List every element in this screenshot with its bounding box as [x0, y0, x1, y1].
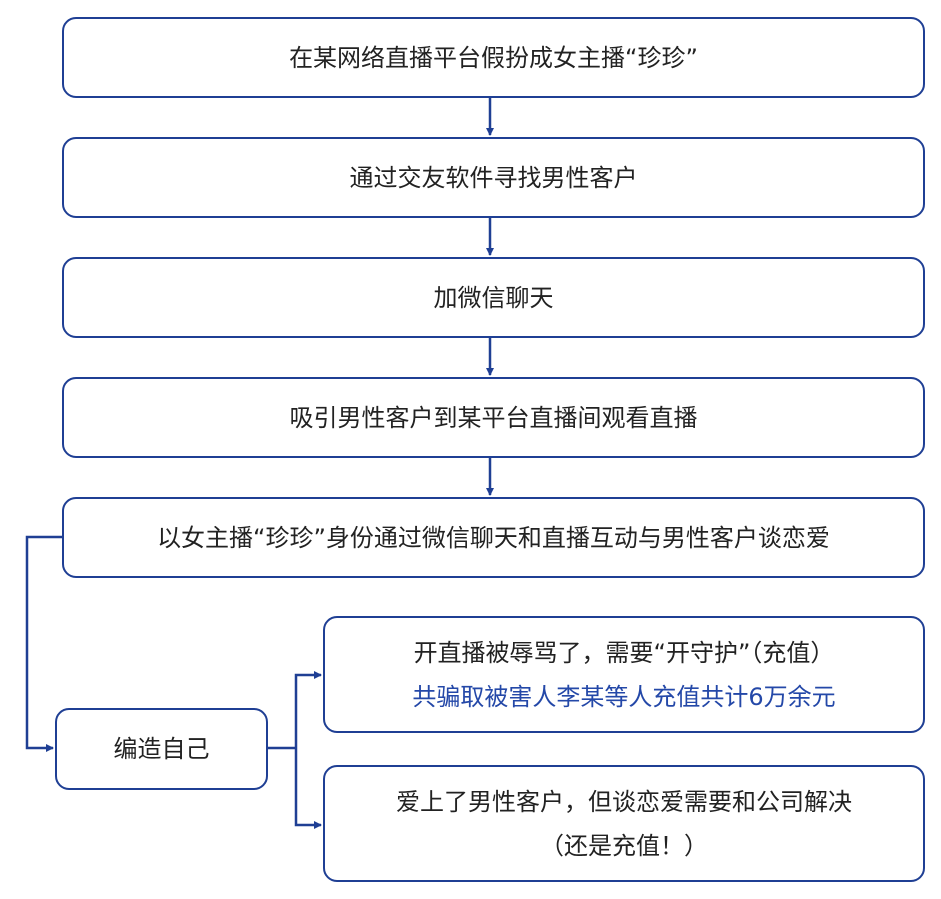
fabricate-box: 编造自己 — [55, 708, 268, 790]
step-1-text: 在某网络直播平台假扮成女主播“珍珍” — [289, 43, 698, 72]
branch-a-line2: 共骗取被害人李某等人充值共计6万余元 — [412, 682, 836, 711]
step-2-box: 通过交友软件寻找男性客户 — [62, 137, 925, 218]
step-4-text: 吸引男性客户到某平台直播间观看直播 — [289, 403, 698, 432]
branch-a-line1: 开直播被辱骂了，需要“开守护”（充值） — [413, 638, 835, 667]
step-4-box: 吸引男性客户到某平台直播间观看直播 — [62, 377, 925, 458]
branch-a-box: 开直播被辱骂了，需要“开守护”（充值） 共骗取被害人李某等人充值共计6万余元 — [323, 616, 925, 733]
step-1-box: 在某网络直播平台假扮成女主播“珍珍” — [62, 17, 925, 98]
branch-b-line2: （还是充值！） — [540, 831, 708, 860]
fabricate-text: 编造自己 — [113, 735, 210, 763]
arrow-branch-a — [294, 671, 322, 748]
arrow-5-fabricate — [25, 535, 62, 752]
arrow-branch-b — [294, 748, 322, 829]
step-2-text: 通过交友软件寻找男性客户 — [349, 163, 638, 192]
step-5-box: 以女主播“珍珍”身份通过微信聊天和直播互动与男性客户谈恋爱 — [62, 497, 925, 578]
step-3-text: 加微信聊天 — [433, 283, 554, 312]
step-5-text: 以女主播“珍珍”身份通过微信聊天和直播互动与男性客户谈恋爱 — [157, 523, 830, 552]
branch-b-line1: 爱上了男性客户，但谈恋爱需要和公司解决 — [396, 787, 852, 816]
branch-b-box: 爱上了男性客户，但谈恋爱需要和公司解决 （还是充值！） — [323, 765, 925, 882]
step-3-box: 加微信聊天 — [62, 257, 925, 338]
